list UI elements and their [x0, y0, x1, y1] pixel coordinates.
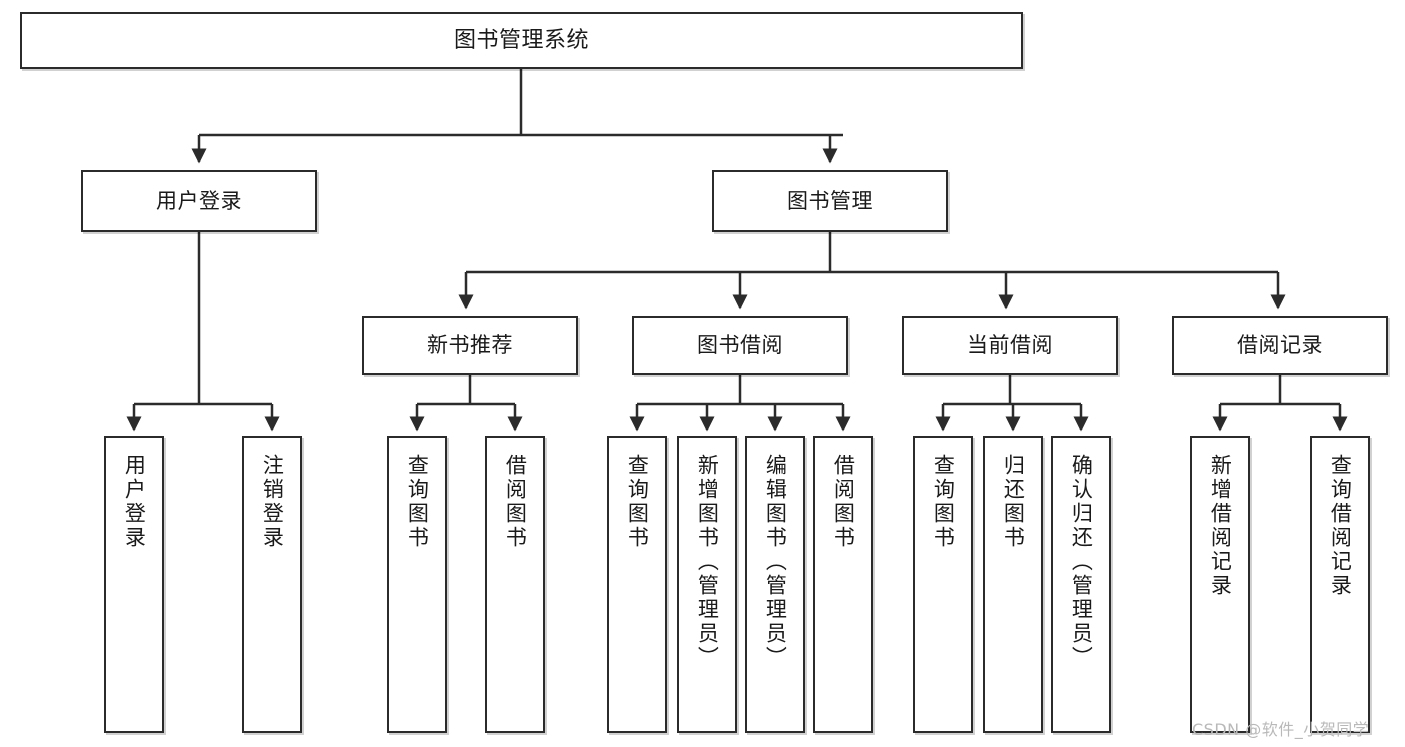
node-leaf-confirm-return[interactable]: 确认归还（管理员） [1051, 436, 1111, 733]
node-leaf-query-book-2[interactable]: 查询图书 [607, 436, 667, 733]
node-leaf-user-login[interactable]: 用户登录 [104, 436, 164, 733]
node-leaf-query-record[interactable]: 查询借阅记录 [1310, 436, 1370, 733]
node-label: 确认归还（管理员） [1069, 454, 1094, 670]
node-current-borrow[interactable]: 当前借阅 [902, 316, 1118, 375]
node-leaf-add-record[interactable]: 新增借阅记录 [1190, 436, 1250, 733]
node-user-login[interactable]: 用户登录 [81, 170, 317, 232]
node-label: 查询图书 [931, 454, 956, 550]
node-leaf-query-book-1[interactable]: 查询图书 [387, 436, 447, 733]
node-label: 图书管理 [787, 188, 873, 213]
node-label: 当前借阅 [967, 333, 1053, 358]
node-label: 图书管理系统 [453, 27, 589, 53]
node-leaf-borrow-book-1[interactable]: 借阅图书 [485, 436, 545, 733]
node-label: 查询图书 [405, 454, 430, 550]
node-book-borrow[interactable]: 图书借阅 [632, 316, 848, 375]
node-label: 查询借阅记录 [1328, 454, 1353, 598]
node-label: 借阅图书 [503, 454, 528, 550]
node-label: 注销登录 [260, 454, 285, 550]
node-leaf-borrow-book-2[interactable]: 借阅图书 [813, 436, 873, 733]
node-label: 图书借阅 [697, 333, 783, 358]
node-leaf-edit-book[interactable]: 编辑图书（管理员） [745, 436, 805, 733]
node-label: 编辑图书（管理员） [763, 454, 788, 670]
node-root[interactable]: 图书管理系统 [20, 12, 1023, 69]
node-label: 用户登录 [122, 454, 147, 550]
node-label: 新增图书（管理员） [695, 454, 720, 670]
node-label: 查询图书 [625, 454, 650, 550]
node-label: 用户登录 [156, 188, 242, 213]
node-borrow-record[interactable]: 借阅记录 [1172, 316, 1388, 375]
node-new-book-rec[interactable]: 新书推荐 [362, 316, 578, 375]
node-leaf-return-book[interactable]: 归还图书 [983, 436, 1043, 733]
csdn-watermark: CSDN @软件_小贺同学 [1192, 720, 1370, 739]
node-leaf-logout[interactable]: 注销登录 [242, 436, 302, 733]
node-leaf-query-book-3[interactable]: 查询图书 [913, 436, 973, 733]
node-book-manage[interactable]: 图书管理 [712, 170, 948, 232]
node-label: 借阅图书 [831, 454, 856, 550]
node-label: 归还图书 [1001, 454, 1026, 550]
node-leaf-add-book[interactable]: 新增图书（管理员） [677, 436, 737, 733]
node-label: 借阅记录 [1237, 333, 1323, 358]
node-label: 新增借阅记录 [1208, 454, 1233, 598]
node-label: 新书推荐 [427, 333, 513, 358]
